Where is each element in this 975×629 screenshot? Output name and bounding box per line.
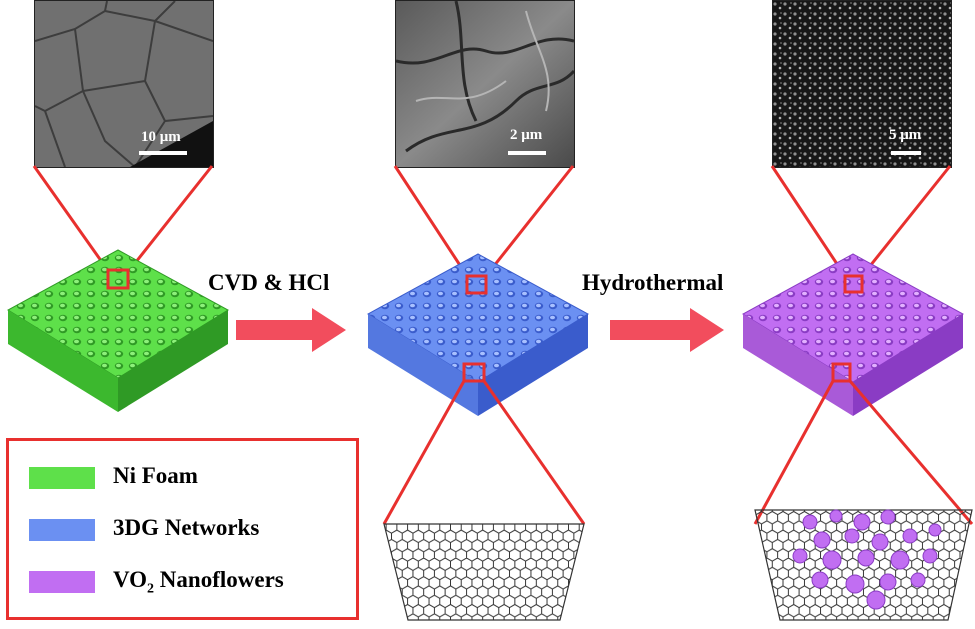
zoom-box-3dg-top <box>465 274 488 295</box>
graphene-foam-block <box>367 253 589 416</box>
step-label-cvd: CVD & HCl <box>208 270 330 295</box>
arrow-step-2 <box>610 308 724 352</box>
legend: Ni Foam 3DG Networks VO2 Nanoflowers <box>6 438 359 620</box>
legend-label-vo2-sub: 2 <box>147 581 155 597</box>
ni-foam-block <box>7 249 229 412</box>
zoom-lines-vo2-bottom <box>753 380 974 525</box>
legend-swatch-3dg <box>29 519 95 541</box>
vo2-nanoflowers <box>792 509 942 610</box>
vo2-graphene-sheet <box>754 509 973 621</box>
vo2-foam-block <box>742 253 964 416</box>
arrow-step-1 <box>236 308 346 352</box>
scale-bar-vo2 <box>891 151 921 155</box>
sem-image-ni-foam: 10 μm <box>34 0 214 168</box>
legend-label-ni-foam: Ni Foam <box>113 463 198 488</box>
scale-bar-ni <box>139 151 187 155</box>
zoom-lines-ni <box>32 165 214 273</box>
sem-image-3dg: 2 μm <box>395 0 575 168</box>
sem-image-vo2: 5 μm <box>772 0 952 168</box>
zoom-lines-3dg-top <box>393 165 575 277</box>
legend-label-3dg: 3DG Networks <box>113 515 260 540</box>
scale-bar-3dg <box>508 151 546 155</box>
zoom-lines-3dg-bottom <box>382 380 586 525</box>
legend-swatch-ni-foam <box>29 467 95 489</box>
legend-label-vo2-main: VO <box>113 567 148 592</box>
zoom-box-vo2-bottom <box>831 362 852 383</box>
zoom-box-ni <box>106 268 130 290</box>
scale-label-vo2: 5 μm <box>889 127 922 143</box>
scale-label-ni: 10 μm <box>141 129 181 145</box>
graphene-sheet <box>383 523 585 621</box>
zoom-box-3dg-bottom <box>462 362 486 383</box>
zoom-lines-vo2-top <box>770 165 952 277</box>
legend-swatch-vo2 <box>29 571 95 593</box>
legend-label-vo2-rest: Nanoflowers <box>154 567 284 592</box>
legend-label-vo2: VO2 Nanoflowers <box>113 567 284 598</box>
zoom-box-vo2-top <box>843 274 864 294</box>
scale-label-3dg: 2 μm <box>510 127 543 143</box>
step-label-hydrothermal: Hydrothermal <box>582 270 724 295</box>
